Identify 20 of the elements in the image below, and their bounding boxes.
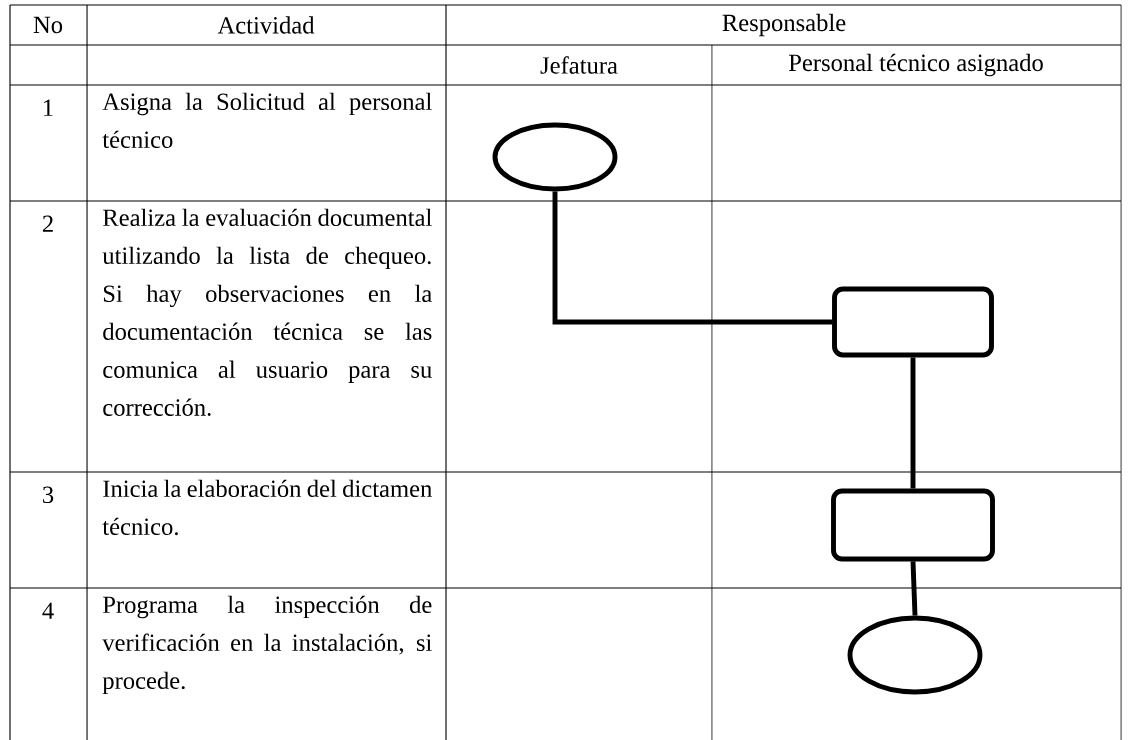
table-header: Jefatura [540,56,618,74]
terminal-ellipse [847,615,983,695]
connector-line [910,561,918,616]
connector-line [910,357,916,489]
activity-text: Inicia la elaboración del dictamen técnico. [102,479,432,536]
table-header: Responsable [722,13,846,37]
activity-text: Asigna la Solicitud al personal técnico [102,92,432,149]
terminal-ellipse [492,122,618,192]
connector-line [552,191,833,325]
row-number: 3 [43,486,54,504]
activity-text: Programa la inspección de verificación en la instalación, si procede. [102,595,432,694]
table-header: No [33,16,63,34]
table-header: Actividad [217,16,315,34]
process-box [832,286,994,358]
process-box [831,488,995,562]
row-number: 4 [42,602,54,619]
table-header: Personal técnico asignado [788,53,1043,77]
row-number: 2 [42,215,53,232]
row-number: 1 [44,99,53,116]
activity-text: Realiza la evaluación documental utilizando la lista de chequeo. Si hay observaciones en la documentación técnica se las comunica al usuario para su corrección. [102,208,432,416]
